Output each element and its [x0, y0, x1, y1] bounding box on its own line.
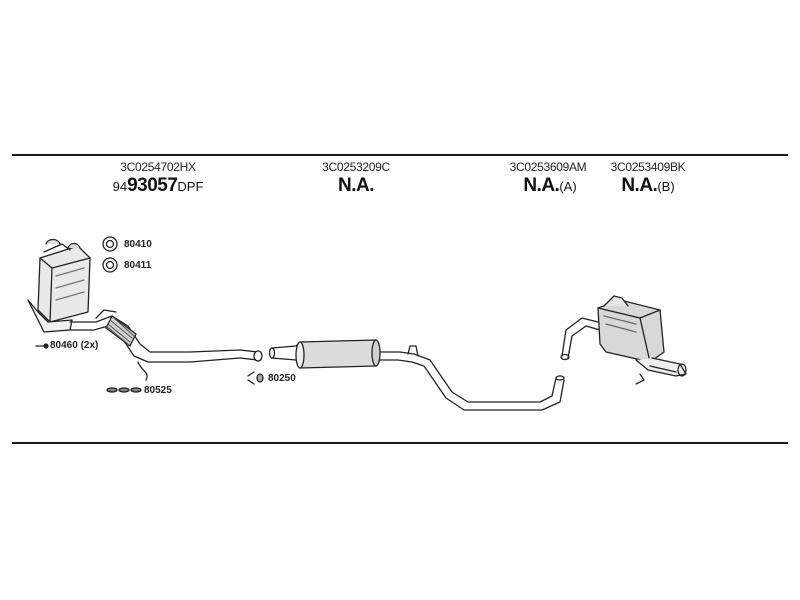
part-number-prefix: 94 — [112, 179, 128, 194]
rear-muffler — [560, 295, 687, 385]
part-code-middle-pipe: 3C0253609AM — [509, 160, 587, 174]
gasket-label-1: 80410 — [124, 239, 152, 250]
gasket-rings — [102, 236, 118, 273]
bottom-rule — [12, 442, 788, 444]
dpf-converter — [27, 238, 91, 333]
top-rule — [12, 154, 788, 156]
part-code-center-muffler: 3C0253209C — [322, 160, 390, 174]
center-muffler — [268, 339, 565, 411]
part-code-front-pipe: 3C0254702HX — [120, 160, 196, 174]
part-number-main: N.A. — [523, 175, 560, 196]
part-number-main: N.A. — [338, 175, 375, 196]
mount-icon — [247, 371, 264, 385]
clamp-icon — [35, 343, 49, 349]
part-number-suffix: DPF — [177, 179, 204, 194]
part-number-main: N.A. — [621, 175, 658, 196]
hanger-kit-label: 80525 — [144, 385, 172, 396]
front-pipe — [69, 309, 263, 381]
part-number-center-muffler: N.A. — [338, 175, 375, 197]
part-number-suffix: (A) — [559, 179, 577, 194]
part-number-suffix: (B) — [657, 179, 675, 194]
part-number-front-pipe: 9493057DPF — [113, 175, 204, 197]
part-number-middle-pipe: N.A.(A) — [523, 175, 576, 197]
part-number-rear-muffler: N.A.(B) — [621, 175, 674, 197]
part-number-main: 93057 — [127, 175, 178, 196]
hanger-kit-icon — [106, 387, 142, 393]
clamp-label: 80460 (2x) — [50, 340, 99, 351]
part-code-rear-muffler: 3C0253409BK — [610, 160, 686, 174]
mount-label: 80250 — [268, 373, 296, 384]
gasket-label-2: 80411 — [124, 260, 152, 271]
